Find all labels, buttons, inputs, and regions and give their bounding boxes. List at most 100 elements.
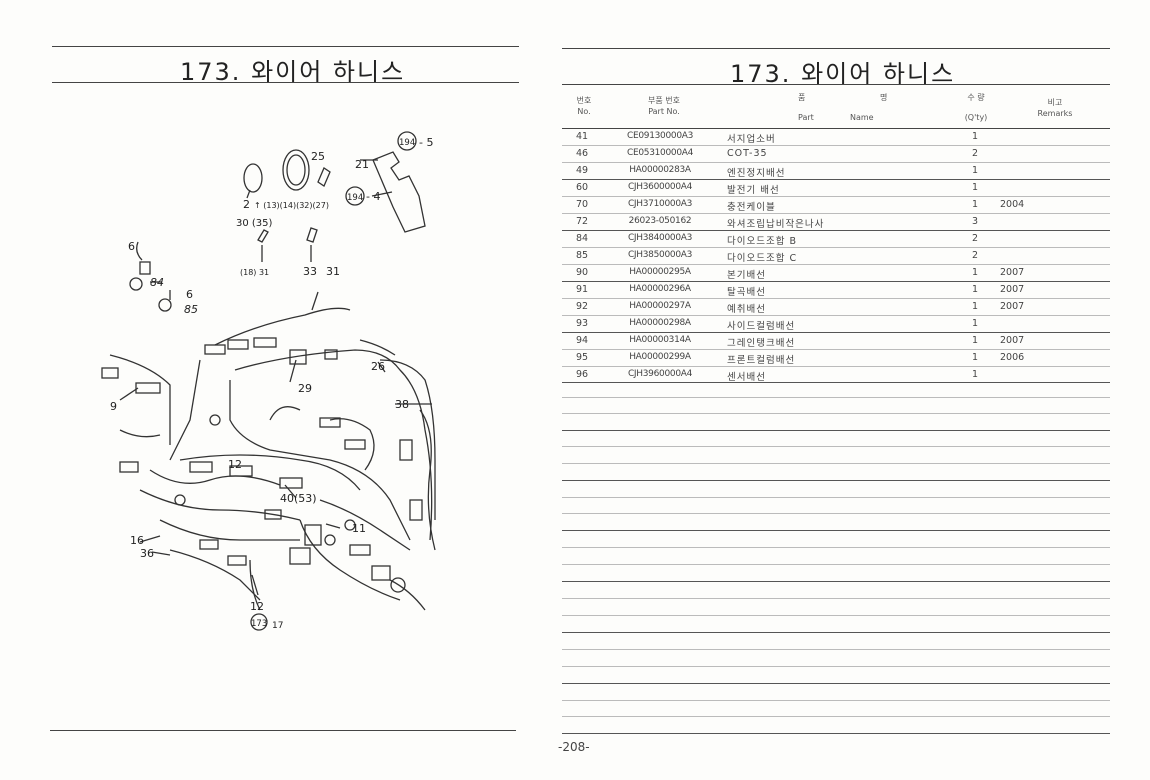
empty-row-line — [562, 547, 1110, 548]
row-part-no: HA00000314A — [629, 335, 691, 345]
row-part-no: HA00000283A — [629, 165, 691, 175]
callout-21: 21 — [355, 158, 369, 171]
table-row: 49 HA00000283A 엔진정지배선 1 — [540, 162, 1150, 179]
row-no: 93 — [575, 318, 589, 329]
row-qty: 1 — [971, 335, 979, 346]
row-no: 70 — [575, 199, 589, 210]
row-no: 72 — [575, 216, 589, 227]
callout-84: 84 — [150, 276, 164, 289]
row-divider — [562, 298, 1110, 299]
left-footer-rule — [50, 730, 516, 731]
empty-row-line — [562, 598, 1110, 599]
callout-30: 30 (35) — [236, 218, 273, 229]
empty-group-line — [562, 430, 1110, 431]
row-qty: 2 — [971, 250, 979, 261]
empty-row-line — [562, 513, 1110, 514]
row-remarks: 2004 — [1000, 199, 1025, 210]
left-page: 173. 와이어 하니스 — [0, 0, 540, 780]
row-qty: 1 — [971, 301, 979, 312]
row-remarks: 2006 — [1000, 352, 1025, 363]
row-qty: 2 — [971, 148, 979, 159]
header-name-en1: Part — [798, 113, 814, 122]
empty-group-line — [562, 480, 1110, 481]
row-name: 다이오드조합 B — [727, 236, 797, 247]
row-no: 95 — [575, 352, 589, 363]
empty-row-line — [562, 564, 1110, 565]
left-page-title: 173. 와이어 하니스 — [180, 58, 406, 86]
row-name: 엔진정지배선 — [727, 168, 786, 179]
right-page-title: 173. 와이어 하니스 — [730, 60, 956, 88]
row-divider — [562, 196, 1110, 197]
empty-row-line — [562, 497, 1110, 498]
row-qty: 1 — [971, 199, 979, 210]
row-name: 충전케이블 — [727, 202, 776, 213]
callout-16: 16 — [130, 534, 144, 547]
callout-11: 11 — [352, 522, 366, 535]
group-divider — [562, 382, 1110, 383]
row-remarks: 2007 — [1000, 335, 1025, 346]
page-number: -208- — [558, 740, 590, 754]
row-remarks: 2007 — [1000, 267, 1025, 278]
group-divider — [562, 281, 1110, 282]
header-qty: 수 량(Q'ty) — [964, 93, 988, 122]
empty-row-line — [562, 615, 1110, 616]
row-part-no: CE09130000A3 — [626, 131, 694, 141]
row-name: 와셔조립납비작은나사 — [727, 219, 825, 230]
header-bottom-rule — [562, 128, 1110, 129]
callout-25: 25 — [311, 150, 325, 163]
row-divider — [562, 366, 1110, 367]
row-qty: 2 — [971, 233, 979, 244]
row-divider — [562, 213, 1110, 214]
callout-6-mid: 6 — [186, 288, 193, 301]
row-no: 41 — [575, 131, 589, 142]
right-title-bottom-rule — [562, 84, 1110, 85]
callout-38: 38 — [395, 398, 409, 411]
left-title-top-rule — [52, 46, 519, 47]
row-divider — [562, 315, 1110, 316]
callout-85: 85 — [184, 303, 198, 316]
group-divider — [562, 230, 1110, 231]
callout-36: 36 — [140, 547, 154, 560]
callout-2: 2 — [243, 198, 250, 211]
row-name: COT-35 — [727, 148, 768, 159]
row-no: 49 — [575, 165, 589, 176]
row-no: 84 — [575, 233, 589, 244]
left-title-bottom-rule — [52, 82, 519, 83]
row-qty: 1 — [971, 318, 979, 329]
callout-31: 31 — [326, 265, 340, 278]
empty-row-line — [562, 397, 1110, 398]
row-no: 92 — [575, 301, 589, 312]
callout-6-top: 6 — [128, 240, 135, 253]
row-part-no: HA00000296A — [629, 284, 691, 294]
header-name-ko2: 명 — [880, 93, 888, 102]
row-qty: 1 — [971, 369, 979, 380]
row-name: 탈곡배선 — [727, 287, 766, 298]
row-name: 예취배선 — [727, 304, 766, 315]
row-name: 그레인탱크배선 — [727, 338, 796, 349]
row-no: 85 — [575, 250, 589, 261]
callout-29: 29 — [298, 382, 312, 395]
row-name: 발전기 배선 — [727, 185, 780, 196]
empty-row-line — [562, 716, 1110, 717]
callout-18-31: (18) 31 — [240, 268, 269, 277]
empty-row-line — [562, 463, 1110, 464]
row-part-no: CJH3960000A4 — [627, 369, 693, 379]
row-qty: 1 — [971, 165, 979, 176]
row-remarks: 2007 — [1000, 301, 1025, 312]
callout-194-mid: 194 — [347, 193, 363, 203]
row-no: 60 — [575, 182, 589, 193]
